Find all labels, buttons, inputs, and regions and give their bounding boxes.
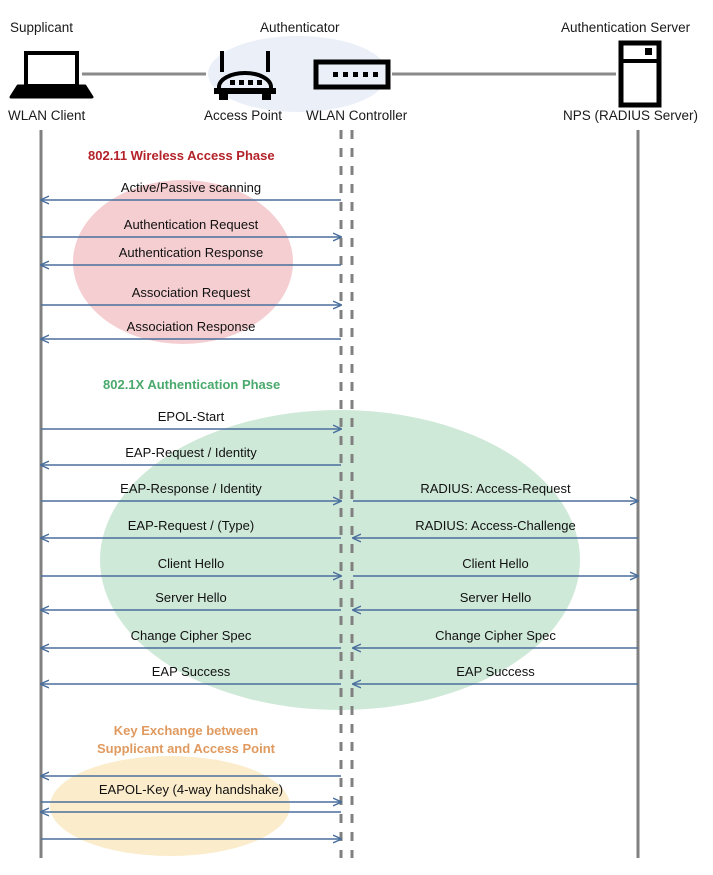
message-label: EAPOL-Key (4-way handshake) <box>98 782 284 797</box>
phase-ellipse-dot1x <box>100 410 580 710</box>
message-label: EAP Success <box>456 664 535 679</box>
phase-label-key-exchange: Key Exchange between Supplicant and Acce… <box>86 722 286 758</box>
message-label: Server Hello <box>459 590 532 605</box>
message-label: Change Cipher Spec <box>435 628 556 643</box>
message-label: Association Response <box>126 319 256 334</box>
message-label: RADIUS: Access-Request <box>420 481 571 496</box>
message-arrows-left <box>41 200 341 839</box>
message-label: Association Request <box>131 285 251 300</box>
laptop-icon <box>9 51 94 99</box>
role-subtitle-wlan-controller: WLAN Controller <box>306 108 408 123</box>
role-subtitle-nps: NPS (RADIUS Server) <box>563 108 699 123</box>
message-label: Server Hello <box>155 590 227 605</box>
role-title-auth-server: Authentication Server <box>561 20 691 35</box>
server-icon <box>618 40 662 108</box>
role-title-authenticator: Authenticator <box>260 20 340 35</box>
message-label: EAP-Response / Identity <box>120 481 262 496</box>
phase-label-key-exchange-line1: Key Exchange between <box>113 723 259 738</box>
phase-label-wireless: 802.11 Wireless Access Phase <box>88 148 275 163</box>
message-label: EAP-Request / Identity <box>125 445 257 460</box>
phase-ellipse-wireless <box>73 180 293 344</box>
role-subtitle-wlan-client: WLAN Client <box>8 108 86 123</box>
message-label: EAP Success <box>151 664 231 679</box>
message-arrows-right <box>353 501 638 684</box>
wlan-controller-icon <box>313 59 391 90</box>
message-label: Authentication Request <box>123 217 259 232</box>
message-label: EPOL-Start <box>157 409 225 424</box>
lifelines <box>39 130 640 858</box>
message-label: Change Cipher Spec <box>130 628 252 643</box>
message-label: Authentication Response <box>118 245 264 260</box>
phase-label-key-exchange-line2: Supplicant and Access Point <box>97 741 275 756</box>
message-label: Client Hello <box>157 556 225 571</box>
message-label: EAP-Request / (Type) <box>127 518 255 533</box>
phase-label-dot1x: 802.1X Authentication Phase <box>103 377 281 392</box>
access-point-icon <box>214 51 276 100</box>
role-title-supplicant: Supplicant <box>10 20 74 35</box>
message-label: Client Hello <box>462 556 529 571</box>
message-label: Active/Passive scanning <box>120 180 262 195</box>
message-label: RADIUS: Access-Challenge <box>415 518 576 533</box>
role-subtitle-access-point: Access Point <box>204 108 283 123</box>
phase-ellipse-keyexchange <box>50 756 290 856</box>
